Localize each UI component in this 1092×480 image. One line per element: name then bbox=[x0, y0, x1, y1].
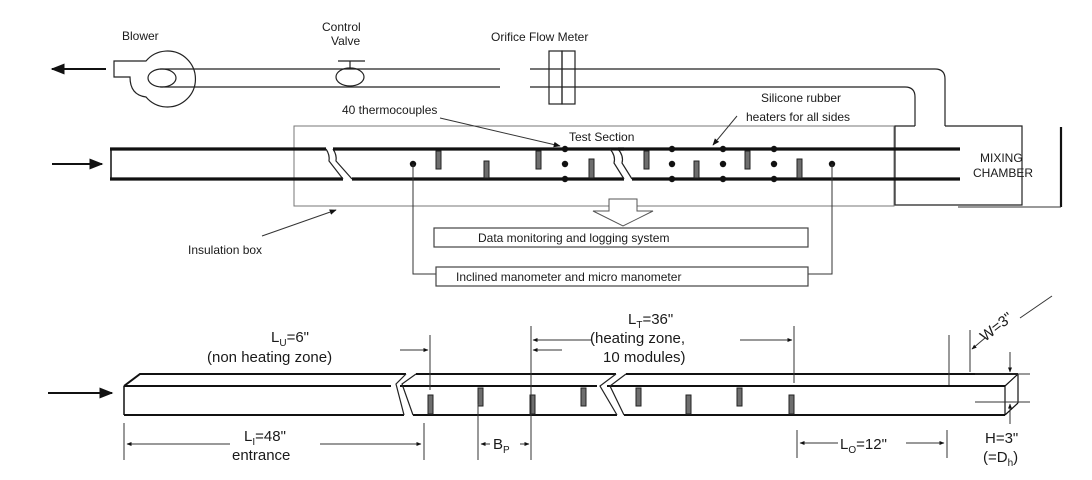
data-flow-arrow bbox=[592, 198, 654, 227]
bottom-dimension-drawing: LU=6" (non heating zone) LT=36" (heating… bbox=[48, 295, 1053, 469]
mixing-chamber-label-line1: MIXING bbox=[980, 151, 1023, 165]
insulation-box-label: Insulation box bbox=[188, 243, 262, 257]
orifice-flow-meter-icon bbox=[548, 50, 576, 105]
pressure-tap-line-upstream bbox=[412, 164, 436, 275]
lu-description: (non heating zone) bbox=[207, 349, 332, 366]
test-duct bbox=[110, 147, 960, 181]
insulation-box bbox=[293, 125, 895, 207]
li-label: LI=48" bbox=[244, 428, 286, 448]
manometer-box bbox=[435, 266, 809, 287]
bottom-duct bbox=[123, 373, 1019, 416]
bottom-duct-ribs bbox=[427, 387, 795, 415]
pressure-tap-line-downstream bbox=[808, 164, 833, 275]
heaters-label-line2: heaters for all sides bbox=[746, 110, 850, 124]
heaters-pointer bbox=[712, 115, 738, 146]
thermocouples-label: 40 thermocouples bbox=[342, 103, 437, 117]
mixing-chamber-label-line2: CHAMBER bbox=[973, 166, 1033, 180]
dimension-extension-lines bbox=[123, 326, 1030, 460]
w-arrow bbox=[971, 337, 986, 350]
h-label: H=3" bbox=[985, 430, 1018, 447]
lo-label: LO=12" bbox=[840, 436, 887, 456]
control-valve-icon bbox=[335, 60, 365, 87]
li-description: entrance bbox=[232, 447, 290, 464]
orifice-flow-meter-label: Orifice Flow Meter bbox=[491, 30, 588, 44]
data-logging-box bbox=[433, 227, 809, 248]
thermocouple-dots bbox=[409, 145, 836, 183]
lt-description-line2: 10 modules) bbox=[603, 349, 686, 366]
lt-description-line1: (heating zone, bbox=[590, 330, 685, 347]
top-duct-ribs bbox=[435, 150, 803, 179]
lu-label: LU=6" bbox=[271, 329, 309, 349]
top-schematic: Blower Control Valve Orifice Flow Meter … bbox=[50, 20, 1063, 287]
w-leader bbox=[1019, 295, 1053, 319]
control-valve-label-line1: Control bbox=[322, 20, 361, 34]
data-logging-label: Data monitoring and logging system bbox=[478, 231, 669, 245]
test-section-label: Test Section bbox=[569, 130, 634, 144]
lt-label: LT=36" bbox=[628, 311, 673, 331]
heaters-label-line1: Silicone rubber bbox=[761, 91, 841, 105]
blower-icon bbox=[113, 50, 197, 108]
control-valve-label-line2: Valve bbox=[331, 34, 360, 48]
w-label: W=3" bbox=[977, 309, 1016, 345]
blower-label: Blower bbox=[122, 29, 159, 43]
return-duct bbox=[160, 68, 1023, 206]
bp-label: BP bbox=[493, 436, 510, 456]
mixing-chamber bbox=[958, 127, 1063, 208]
manometer-label: Inclined manometer and micro manometer bbox=[456, 270, 681, 284]
insulation-box-pointer bbox=[261, 209, 337, 237]
thermocouples-pointer bbox=[439, 117, 561, 148]
dh-label: (=Dh) bbox=[983, 449, 1018, 469]
